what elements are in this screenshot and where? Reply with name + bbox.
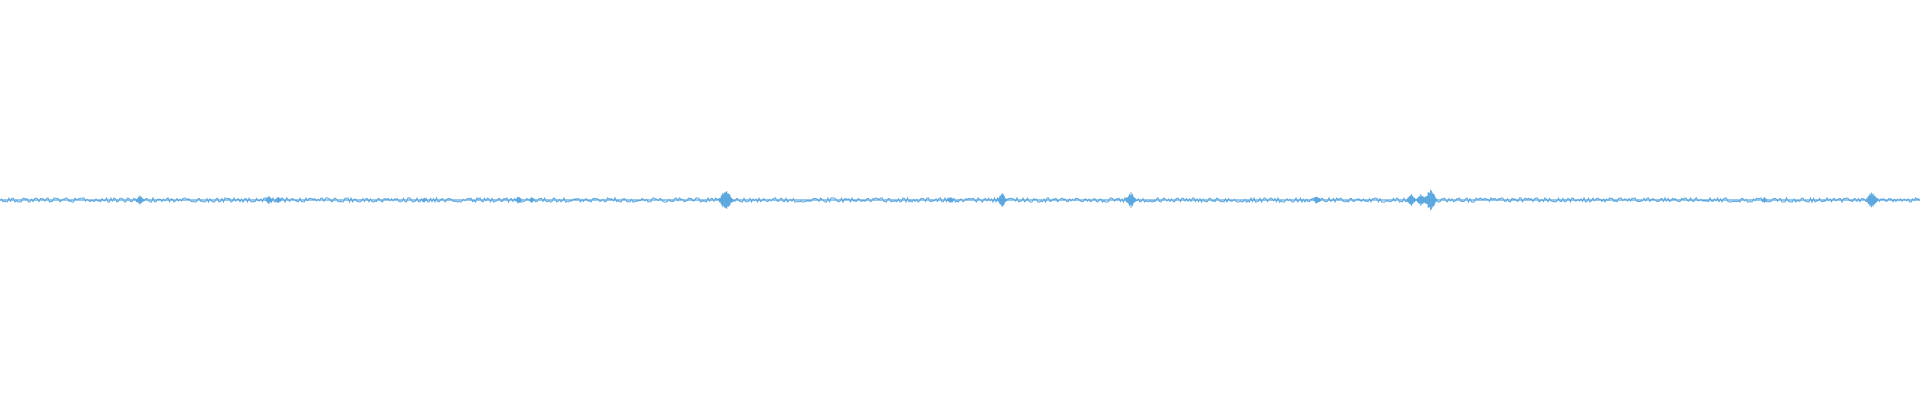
waveform-noise-path: [0, 196, 1920, 204]
waveform-peaks: [135, 189, 1879, 211]
